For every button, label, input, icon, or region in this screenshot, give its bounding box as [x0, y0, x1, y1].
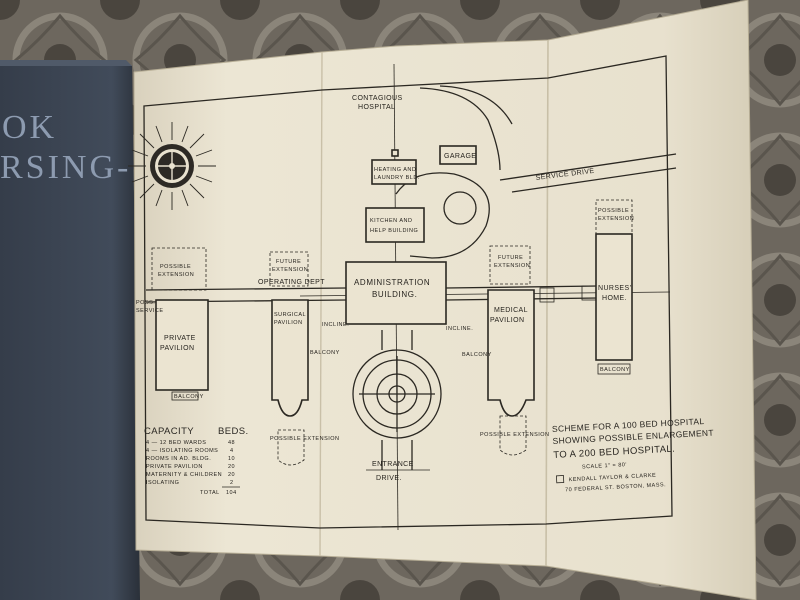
label-private-ext-1: POSSIBLE — [160, 264, 191, 270]
label-incline-left: INCLINE. — [322, 322, 349, 328]
scheme-scale: SCALE 1" = 80' — [582, 462, 627, 470]
building-surgical-pavilion: FUTURE EXTENSION OPERATING DEPT SURGICAL… — [258, 251, 340, 466]
label-medical-future-1: FUTURE — [498, 255, 523, 261]
label-heating-2: LAUNDRY BLD. — [374, 175, 420, 181]
label-surgical-possible-ext: POSSIBLE EXTENSION — [270, 436, 340, 442]
capacity-row-1-beds: 4 — [230, 448, 234, 454]
capacity-total-label: TOTAL — [200, 490, 220, 496]
label-kitchen-2: HELP BUILDING — [370, 228, 418, 234]
building-garage: GARAGE — [439, 145, 477, 165]
scheme-architect-2: 70 FEDERAL ST. BOSTON, MASS. — [565, 482, 666, 493]
label-surgical-2: PAVILION — [274, 320, 303, 326]
capacity-row-2-label: ROOMS IN AD. BLDG. — [146, 456, 211, 462]
building-administration: ADMINISTRATION BUILDING. — [345, 261, 447, 325]
label-medical-possible-ext: POSSIBLE EXTENSION — [480, 432, 550, 438]
cover-title-line-2: RSING- — [0, 149, 131, 186]
label-incline-right: INCLINE. — [446, 326, 473, 332]
label-medical-future-2: EXTENSION — [494, 263, 530, 269]
cover-title-line-1: OK — [2, 109, 57, 146]
capacity-row-4-label: MATERNITY & CHILDREN — [146, 472, 222, 478]
capacity-row-5-label: ISOLATING — [146, 480, 179, 486]
compass-rose-icon — [128, 122, 216, 210]
capacity-row-1-label: 4 — ISOLATING ROOMS — [146, 448, 218, 454]
entrance-circle — [352, 349, 442, 439]
label-entrance: ENTRANCE — [372, 461, 414, 468]
label-garage: GARAGE — [444, 153, 476, 160]
building-private-pavilion: POSSIBLE EXTENSION PRIVATE PAVILION BALC… — [151, 247, 209, 401]
capacity-row-0-beds: 48 — [228, 440, 235, 446]
label-medical-1: MEDICAL — [494, 307, 528, 314]
label-possible-small: POSS. — [136, 300, 155, 306]
label-nurses-ext-1: POSSIBLE — [598, 208, 629, 214]
capacity-row-3-beds: 20 — [228, 464, 235, 470]
label-surgical-future-1: FUTURE — [276, 259, 301, 265]
building-contagious: CONTAGIOUS HOSPITAL — [352, 95, 403, 157]
label-admin-1: ADMINISTRATION — [354, 278, 430, 287]
label-drive: DRIVE. — [376, 475, 402, 482]
label-nurses-ext-2: EXTENSION — [598, 216, 634, 222]
label-nurses-1: NURSES' — [598, 285, 631, 292]
book-cover: OK RSING- — [0, 60, 140, 600]
label-private-2: PAVILION — [160, 345, 194, 352]
building-medical-pavilion: FUTURE EXTENSION MEDICAL PAVILION BALCON… — [462, 245, 550, 456]
label-heating-1: HEATING AND — [374, 167, 416, 173]
label-contagious: CONTAGIOUS — [352, 95, 403, 102]
label-surgical-balcony: BALCONY — [310, 350, 340, 356]
label-private-balcony: BALCONY — [174, 394, 204, 400]
capacity-row-0-label: 4 — 12 BED WARDS — [146, 440, 206, 446]
capacity-row-2-beds: 10 — [228, 456, 235, 462]
building-heating-laundry: HEATING AND LAUNDRY BLD. — [371, 159, 420, 185]
scheme-architect-1: KENDALL TAYLOR & CLARKE — [568, 473, 656, 484]
label-kitchen-1: KITCHEN AND — [370, 218, 412, 224]
label-admin-2: BUILDING. — [372, 290, 417, 299]
capacity-row-5-beds: 2 — [230, 480, 234, 486]
label-private-ext-2: EXTENSION — [158, 272, 194, 278]
label-nurses-balcony: BALCONY — [600, 367, 630, 373]
building-kitchen-help: KITCHEN AND HELP BUILDING — [365, 207, 425, 243]
capacity-title: CAPACITY — [144, 426, 194, 437]
capacity-beds-header: BEDS. — [218, 426, 249, 437]
capacity-total-beds: 104 — [226, 490, 237, 496]
label-medical-balcony: BALCONY — [462, 352, 492, 358]
building-nurses-home: POSSIBLE EXTENSION NURSES' HOME. BALCONY — [595, 199, 634, 375]
label-service-small: SERVICE — [136, 308, 164, 314]
label-surgical-future-2: EXTENSION — [272, 267, 308, 273]
label-medical-2: PAVILION — [490, 317, 524, 324]
capacity-row-4-beds: 20 — [228, 472, 235, 478]
capacity-row-3-label: PRIVATE PAVILION — [146, 464, 203, 470]
label-private-1: PRIVATE — [164, 335, 196, 342]
capacity-table: CAPACITY BEDS. 4 — 12 BED WARDS 48 4 — I… — [144, 426, 249, 496]
label-nurses-2: HOME. — [602, 295, 627, 302]
label-operating-dept: OPERATING DEPT — [258, 279, 325, 286]
label-surgical-1: SURGICAL — [274, 312, 306, 318]
label-contagious-hospital: HOSPITAL — [358, 104, 395, 111]
